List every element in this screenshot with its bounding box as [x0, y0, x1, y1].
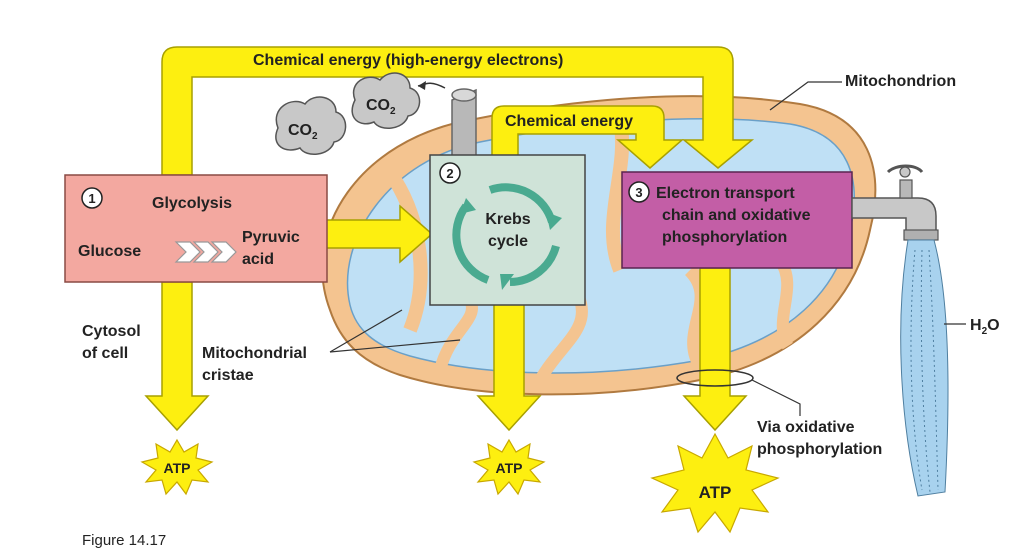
etc-label-1: Electron transport — [656, 185, 795, 202]
cristae-label-1: Mitochondrial — [202, 345, 307, 362]
krebs-label-1: Krebs — [485, 211, 530, 228]
glucose-label: Glucose — [78, 243, 141, 260]
krebs-cycle-arrowheads — [460, 198, 562, 290]
svg-text:CO2: CO2 — [288, 122, 318, 142]
svg-text:ATP: ATP — [699, 483, 732, 502]
cytosol-label-2: of cell — [82, 345, 128, 362]
pyruvate-to-krebs-arrow — [325, 204, 434, 264]
co2-cloud-left: CO2 — [275, 96, 347, 155]
co2-cloud-right: CO2 — [351, 72, 421, 129]
cytosol-label-1: Cytosol — [82, 323, 141, 340]
glycolysis-label: Glycolysis — [152, 195, 232, 212]
glycolysis-atp-arrow — [144, 281, 210, 432]
etc-box — [621, 171, 853, 269]
atp-burst-etc: ATP — [650, 432, 780, 534]
glucose-chevron-arrows — [174, 241, 237, 263]
svg-text:ATP: ATP — [496, 460, 523, 476]
top-arrow-label: Chemical energy (high-energy electrons) — [253, 52, 563, 69]
etc-step-number: 3 — [635, 185, 642, 200]
via-oxidative-label-2: phosphorylation — [757, 441, 882, 458]
etc-atp-arrow — [682, 267, 748, 432]
pyruvic-acid-label-1: Pyruvic — [242, 229, 300, 246]
krebs-label-2: cycle — [488, 233, 528, 250]
mitochondrion-label: Mitochondrion — [845, 73, 956, 90]
pyruvic-acid-label-2: acid — [242, 251, 274, 268]
etc-label-2: chain and oxidative — [662, 207, 811, 224]
mid-arrow-label: Chemical energy — [505, 113, 633, 130]
high-energy-electrons-arrow — [161, 46, 755, 176]
water-faucet — [851, 164, 939, 241]
chemical-energy-arrow — [491, 105, 684, 191]
water-stream — [900, 239, 949, 497]
glycolysis-step-number: 1 — [88, 191, 95, 206]
krebs-step-number: 2 — [446, 166, 453, 181]
atp-burst-glycolysis: ATP — [140, 438, 214, 496]
krebs-atp-arrow — [476, 299, 542, 432]
cristae-label-2: cristae — [202, 367, 254, 384]
etc-label-3: phosphorylation — [662, 229, 787, 246]
via-oxidative-label-1: Via oxidative — [757, 419, 855, 436]
atp-burst-krebs: ATP — [472, 438, 546, 496]
glycolysis-box — [64, 174, 328, 283]
svg-text:CO2: CO2 — [366, 97, 396, 117]
figure-caption: Figure 14.17 — [82, 532, 167, 549]
svg-text:ATP: ATP — [164, 460, 191, 476]
water-label: H2O — [970, 317, 1000, 337]
